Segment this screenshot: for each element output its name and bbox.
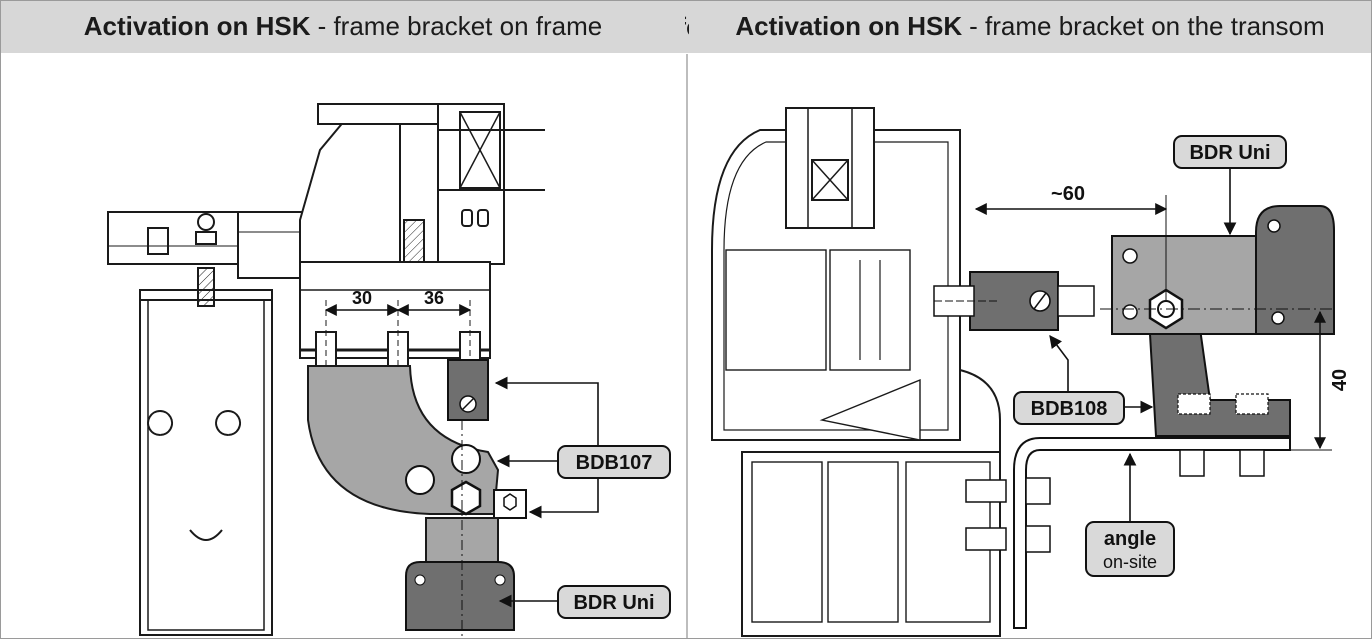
left-callout-lines — [494, 376, 599, 608]
right-angle-on-site — [965, 437, 1291, 629]
callout-angle-line2: on-site — [1103, 552, 1157, 572]
right-callout-lines — [1049, 168, 1237, 522]
left-drive-bdr-uni — [405, 420, 515, 636]
left-heading-bold: Activation on HSK — [83, 10, 311, 41]
callout-bdb107-label: BDB107 — [576, 452, 653, 474]
callout-bdb108-label: BDB108 — [1031, 398, 1108, 420]
callout-bdr-uni-right-label: BDR Uni — [1189, 142, 1270, 164]
callout-angle-on-site: angle on-site — [1085, 521, 1175, 577]
dimension-40-label: 40 — [1329, 369, 1351, 391]
callout-angle-line1: angle — [1104, 528, 1156, 550]
right-heading-bold: Activation on HSK — [735, 10, 963, 41]
left-bracket-bdb107 — [307, 359, 527, 519]
callout-bdb107: BDB107 — [557, 445, 671, 479]
left-profile-drawing — [107, 103, 545, 636]
dimension-36-label: 36 — [424, 288, 444, 308]
callout-bdr-uni-right: BDR Uni — [1173, 135, 1287, 169]
right-panel-heading: Activation on HSK - frame bracket on the… — [689, 1, 1371, 51]
panel-divider — [686, 54, 688, 638]
right-heading-rest: - frame bracket on the transom — [969, 10, 1325, 41]
callout-bdr-uni-left-label: BDR Uni — [573, 592, 654, 614]
callout-bdr-uni-left: BDR Uni — [557, 585, 671, 619]
right-dimensions — [974, 195, 1332, 451]
right-bracket-bdb108 — [933, 271, 1291, 437]
dimension-60-label: ~60 — [1051, 183, 1085, 205]
callout-bdb108: BDB108 — [1013, 391, 1125, 425]
left-heading-rest: - frame bracket on frame — [317, 10, 603, 41]
right-profile-drawing — [711, 107, 1001, 637]
right-drive-bdr-uni — [1100, 205, 1335, 335]
left-panel-heading: Activation on HSK - frame bracket on fra… — [1, 1, 685, 51]
dimension-30-label: 30 — [352, 288, 372, 308]
